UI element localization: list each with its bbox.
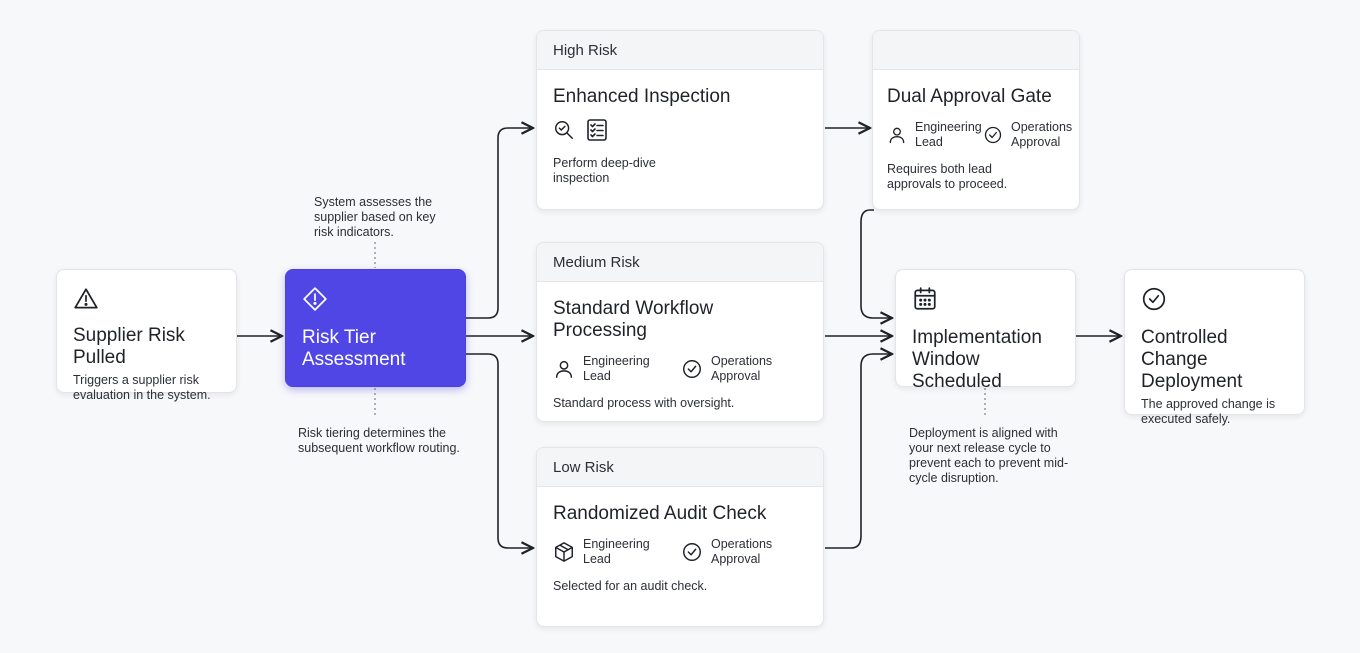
- low-risk-header: Low Risk: [537, 448, 823, 487]
- person-icon: [889, 127, 905, 144]
- checklist-icon: [587, 119, 607, 141]
- dual-desc: Requires both lead approvals to proceed.: [887, 162, 1008, 191]
- check-circle-icon: [683, 543, 701, 561]
- implementation-window-node: Implementation Window Scheduled: [895, 269, 1076, 392]
- low-risk-node: Low Risk Randomized Audit Check Engineer…: [536, 447, 824, 627]
- tier-title: Risk Tier Assessment: [302, 327, 406, 370]
- low-role2: Operations Approval: [711, 537, 773, 566]
- dual-approval-gate-node: Dual Approval Gate Engineering Lead Oper…: [872, 30, 1080, 210]
- medium-title: Standard Workflow Processing: [553, 298, 714, 341]
- supplier-desc: Triggers a supplier risk evaluation in t…: [73, 373, 211, 402]
- arrow-tier-to-high: [466, 128, 533, 319]
- impl-title: Implementation Window Scheduled: [912, 327, 1042, 392]
- dual-header-bar: [873, 31, 1079, 70]
- medium-risk-header: Medium Risk: [537, 243, 823, 282]
- warning-triangle-icon: [74, 288, 98, 309]
- medium-desc: Standard process with oversight.: [553, 396, 735, 410]
- medium-role1: Engineering Lead: [583, 354, 650, 383]
- calendar-icon: [914, 287, 936, 310]
- dual-role1: Engineering Lead: [915, 120, 982, 149]
- cube-icon: [555, 542, 573, 562]
- person-icon: [555, 360, 573, 378]
- controlled-change-deployment-node: Controlled Change Deployment The approve…: [1124, 269, 1305, 426]
- low-role1: Engineering Lead: [583, 537, 650, 566]
- dual-title: Dual Approval Gate: [887, 86, 1052, 107]
- note-tier-top: System assesses the supplier based on ke…: [314, 195, 436, 239]
- check-circle-icon: [683, 360, 701, 378]
- check-circle-icon: [984, 126, 1002, 144]
- deploy-title: Controlled Change Deployment: [1141, 327, 1243, 392]
- arrow-tier-to-low: [466, 353, 533, 548]
- dual-role2: Operations Approval: [1011, 120, 1073, 149]
- magnifier-icon: [555, 121, 573, 139]
- diamond-alert-icon: [303, 287, 327, 311]
- medium-role2: Operations Approval: [711, 354, 773, 383]
- supplier-risk-pulled-node: Supplier Risk Pulled Triggers a supplier…: [56, 269, 237, 402]
- low-desc: Selected for an audit check.: [553, 579, 708, 593]
- deploy-desc: The approved change is executed safely.: [1141, 397, 1276, 426]
- note-impl-bottom: Deployment is aligned with your next rel…: [909, 426, 1069, 485]
- high-desc: Perform deep-dive inspection: [553, 156, 656, 185]
- high-risk-header: High Risk: [537, 31, 823, 70]
- high-title: Enhanced Inspection: [553, 86, 731, 107]
- risk-tier-assessment-node: Risk Tier Assessment: [285, 269, 466, 387]
- check-circle-icon: [1142, 287, 1166, 311]
- arrow-dual-to-impl: [860, 209, 892, 318]
- medium-risk-node: Medium Risk Standard Workflow Processing…: [536, 242, 824, 422]
- arrow-low-to-impl: [825, 354, 892, 549]
- low-title: Randomized Audit Check: [553, 503, 767, 524]
- note-tier-bottom: Risk tiering determines the subsequent w…: [298, 426, 460, 455]
- high-risk-node: High Risk Enhanced Inspection Perform de…: [536, 30, 824, 210]
- supplier-title: Supplier Risk Pulled: [73, 325, 185, 368]
